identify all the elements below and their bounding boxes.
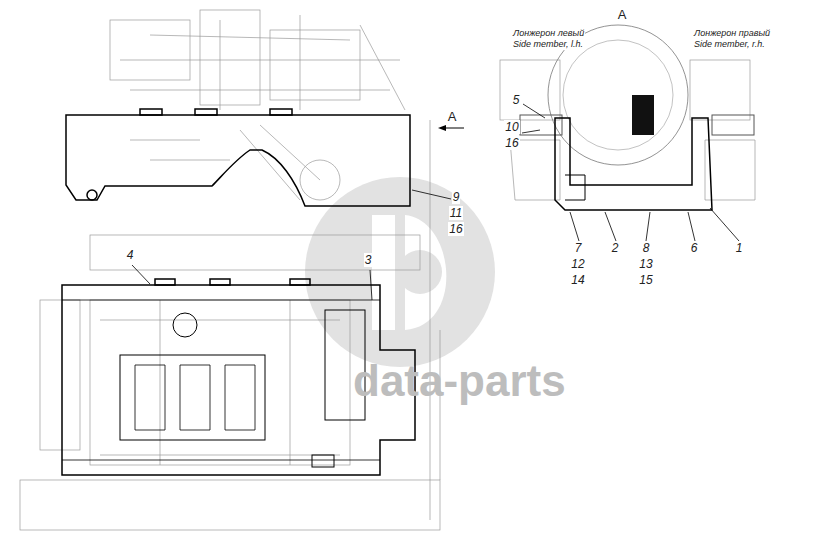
side-member-label: Side member, r.h. (693, 39, 766, 50)
callout-number: 5 (512, 93, 521, 107)
side-member-label: Лонжерон левый (512, 28, 585, 39)
view-a (520, 25, 754, 210)
callout-number: 12 (570, 257, 585, 271)
leader-lines (132, 104, 739, 300)
callout-number: 13 (638, 257, 653, 271)
side-view-cover (66, 109, 410, 206)
side-member-label: Side member, l.h. (512, 39, 584, 50)
view-arrow (438, 125, 464, 131)
callout-number: 9 (452, 190, 461, 204)
view-arrow-label: A (447, 110, 458, 124)
callout-number: 16 (504, 136, 519, 150)
callout-number: 16 (448, 222, 463, 236)
callout-number: 14 (570, 273, 585, 287)
side-member-label: Лонжерон правый (693, 28, 771, 39)
background-sketch (20, 10, 755, 530)
callout-number: 11 (449, 206, 463, 220)
callout-number: 4 (126, 248, 135, 262)
callout-number: 6 (690, 241, 699, 255)
callout-number: 8 (642, 241, 651, 255)
watermark: data-parts (352, 357, 567, 405)
callout-number: 3 (364, 253, 373, 267)
callout-number: 7 (574, 241, 583, 255)
callout-number: 1 (735, 241, 744, 255)
callout-number: 2 (611, 241, 620, 255)
view-label: A (617, 8, 628, 22)
callout-number: 10 (504, 120, 519, 134)
callout-number: 15 (638, 273, 653, 287)
